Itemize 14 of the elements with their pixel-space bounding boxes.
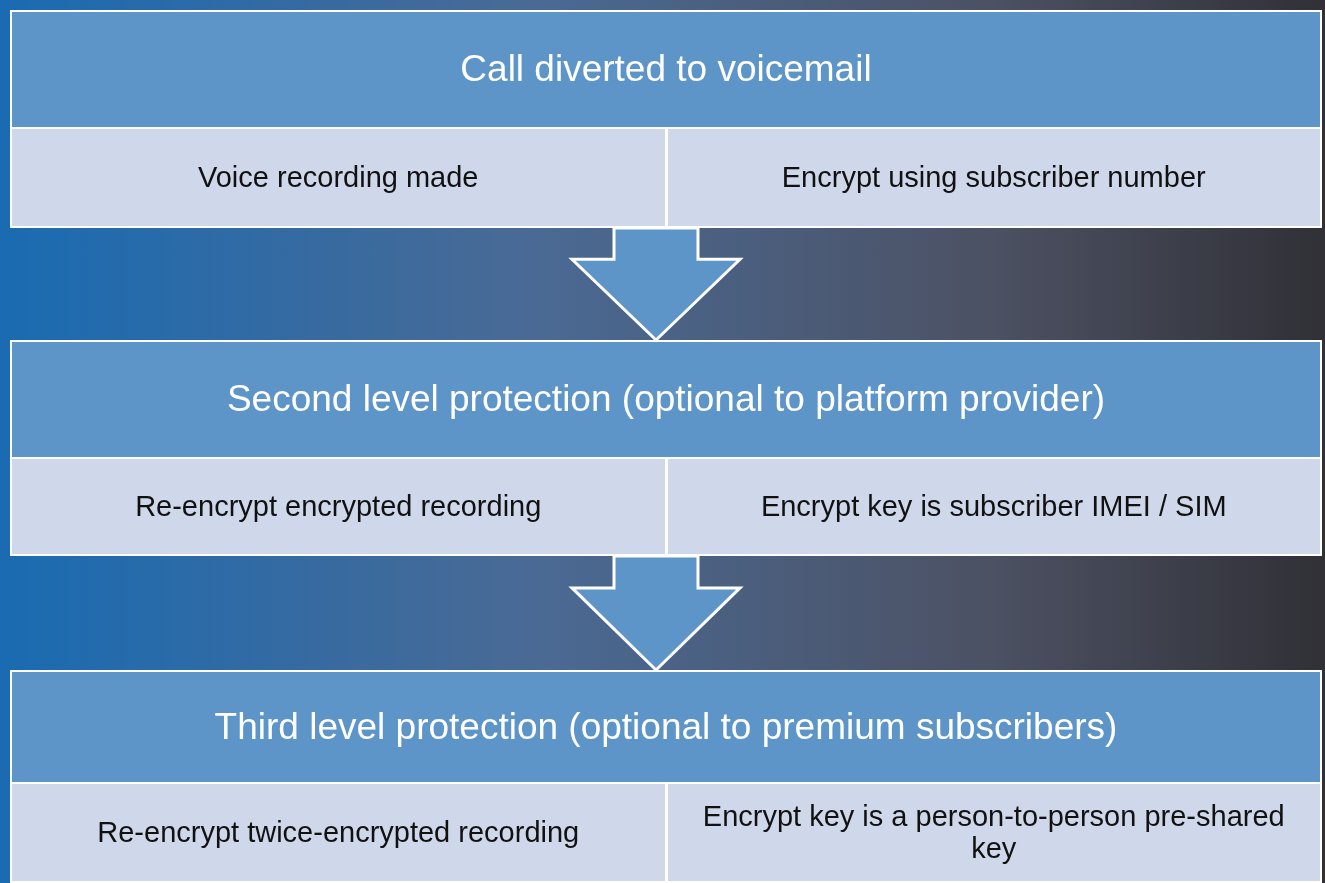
section-heading: Call diverted to voicemail bbox=[12, 12, 1320, 127]
step-box: Voice recording made bbox=[12, 129, 665, 226]
section-panel bbox=[10, 670, 1322, 883]
step-box: Re-encrypt encrypted recording bbox=[12, 459, 665, 554]
section-panel bbox=[10, 10, 1322, 228]
section-heading: Second level protection (optional to platform provider) bbox=[12, 342, 1320, 457]
step-box: Encrypt key is subscriber IMEI / SIM bbox=[667, 459, 1320, 554]
section-panel bbox=[10, 340, 1322, 556]
block-arrow bbox=[568, 226, 744, 343]
section-heading: Third level protection (optional to premium subscribers) bbox=[12, 672, 1320, 782]
step-box: Encrypt key is a person-to-person pre-shared key bbox=[667, 784, 1320, 881]
step-box: Re-encrypt twice-encrypted recording bbox=[12, 784, 665, 881]
block-arrow bbox=[568, 554, 744, 673]
step-box: Encrypt using subscriber number bbox=[667, 129, 1320, 226]
